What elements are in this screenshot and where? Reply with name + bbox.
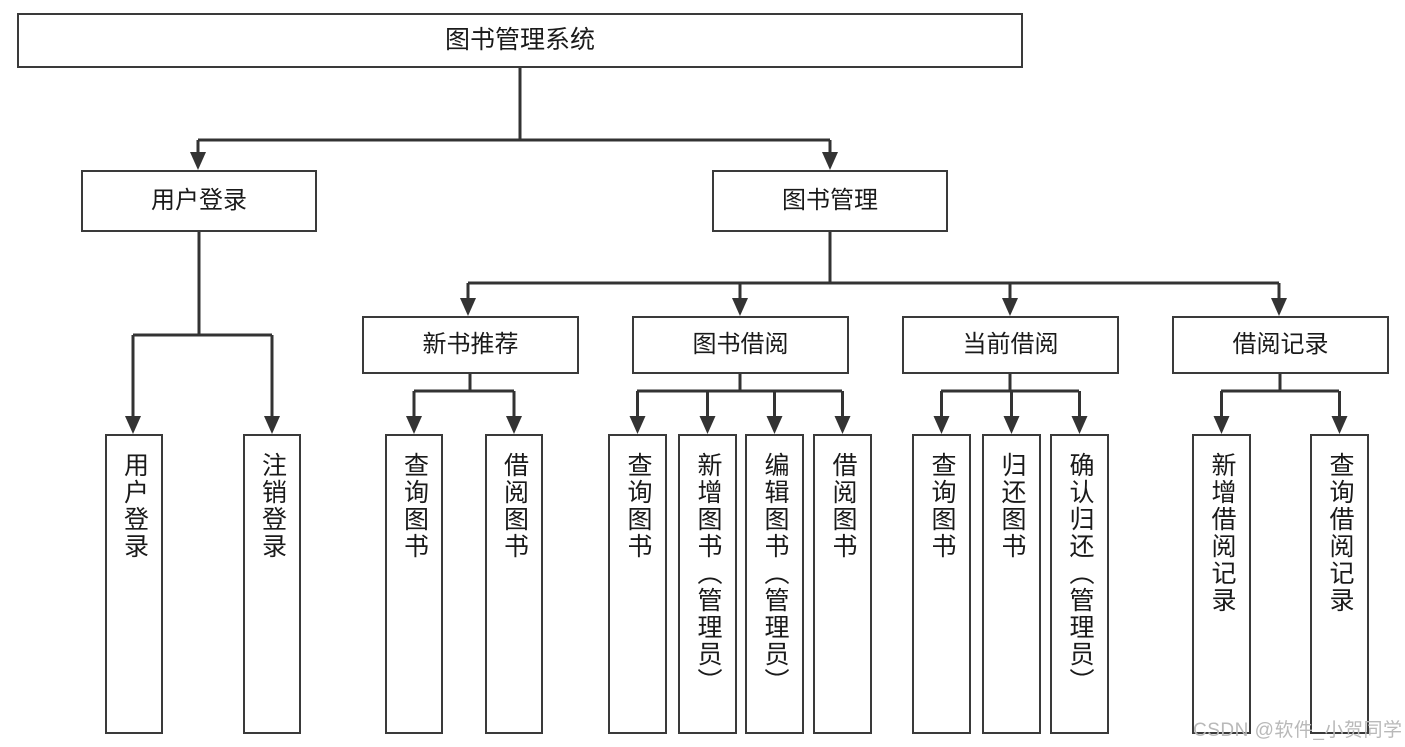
root-node[interactable]: 图书管理系统 [17, 13, 1023, 68]
node-label: 图书借阅 [692, 330, 789, 358]
leaf-node-borrow-do[interactable]: 借阅图书 [813, 434, 872, 734]
node-label: 用户登录 [120, 452, 149, 560]
node-label: 图书管理系统 [444, 25, 595, 54]
leaf-node-borrow-query[interactable]: 查询图书 [608, 434, 667, 734]
leaf-node-user-logout[interactable]: 注销登录 [243, 434, 301, 734]
leaf-node-borrow-edit-book[interactable]: 编辑图书（管理员） [745, 434, 804, 734]
node-label: 注销登录 [258, 452, 287, 560]
node-label: 借阅图书 [500, 452, 529, 560]
branch-node-loan-record[interactable]: 借阅记录 [1172, 316, 1389, 374]
node-label: 当前借阅 [962, 330, 1059, 358]
node-label: 查询图书 [928, 452, 956, 560]
csdn-watermark: CSDN @软件_小贺同学 [1193, 720, 1403, 741]
node-label: 确认归还（管理员） [1066, 452, 1094, 695]
leaf-node-current-return[interactable]: 归还图书 [982, 434, 1041, 734]
branch-node-book-manage[interactable]: 图书管理 [712, 170, 948, 232]
leaf-node-user-login-do[interactable]: 用户登录 [105, 434, 163, 734]
node-label: 查询图书 [400, 452, 429, 560]
node-label: 新增图书（管理员） [694, 452, 722, 695]
branch-node-user-login[interactable]: 用户登录 [81, 170, 317, 232]
branch-node-book-borrow[interactable]: 图书借阅 [632, 316, 849, 374]
node-label: 归还图书 [998, 452, 1026, 560]
node-label: 编辑图书（管理员） [761, 452, 789, 695]
branch-node-current-loan[interactable]: 当前借阅 [902, 316, 1119, 374]
leaf-node-new-book-borrow[interactable]: 借阅图书 [485, 434, 543, 734]
node-label: 借阅图书 [829, 452, 857, 560]
branch-node-new-book[interactable]: 新书推荐 [362, 316, 579, 374]
node-label: 借阅记录 [1232, 330, 1329, 358]
leaf-node-record-add[interactable]: 新增借阅记录 [1192, 434, 1251, 734]
node-label: 图书管理 [782, 186, 878, 214]
node-label: 查询借阅记录 [1326, 452, 1354, 614]
leaf-node-new-book-query[interactable]: 查询图书 [385, 434, 443, 734]
leaf-node-record-query[interactable]: 查询借阅记录 [1310, 434, 1369, 734]
node-label: 新书推荐 [422, 330, 519, 358]
leaf-node-current-confirm[interactable]: 确认归还（管理员） [1050, 434, 1109, 734]
leaf-node-borrow-add-book[interactable]: 新增图书（管理员） [678, 434, 737, 734]
node-label: 用户登录 [151, 186, 247, 214]
node-label: 新增借阅记录 [1208, 452, 1236, 614]
leaf-node-current-query[interactable]: 查询图书 [912, 434, 971, 734]
node-label: 查询图书 [624, 452, 652, 560]
